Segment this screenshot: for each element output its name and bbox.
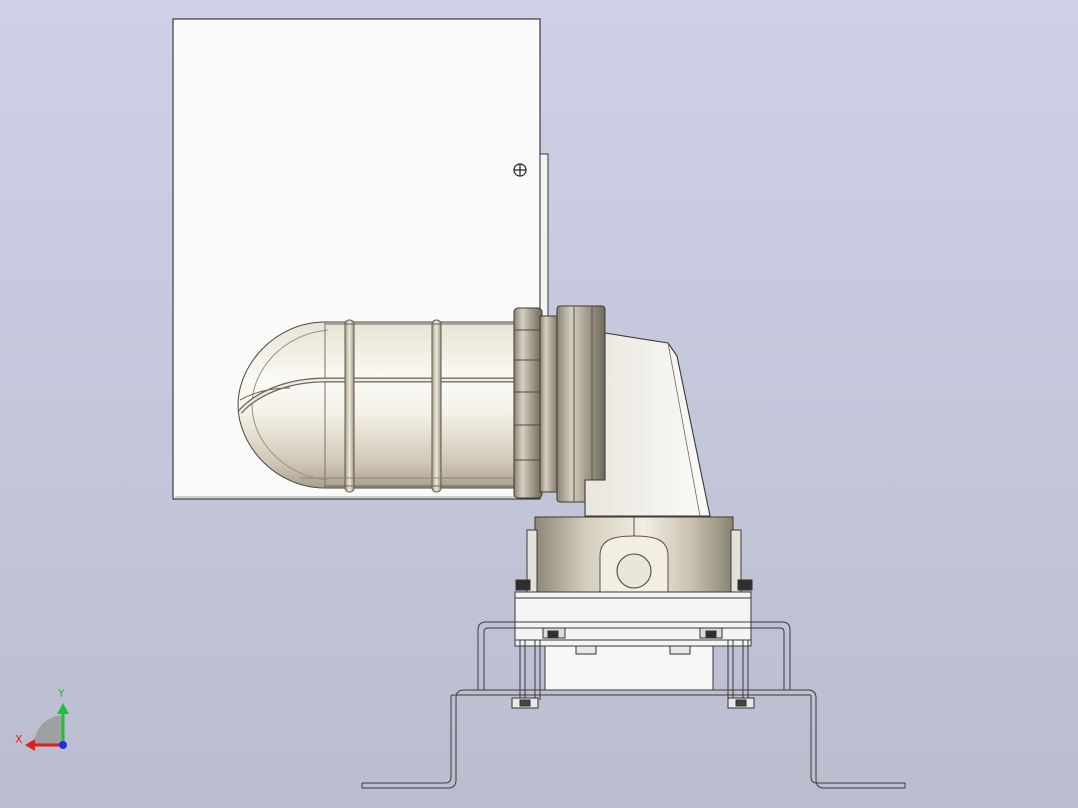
- light-fixture[interactable]: [237, 305, 606, 503]
- threaded-collar: [513, 305, 606, 503]
- axis-triad-icon: [25, 703, 69, 751]
- hardware-nuts: [511, 579, 755, 709]
- glass-globe: [237, 321, 517, 489]
- mount-arm[interactable]: [584, 332, 711, 517]
- x-axis-label: X: [15, 733, 23, 746]
- y-axis-label: Y: [58, 687, 65, 700]
- guard-cage: [238, 319, 516, 493]
- mounting-bracket[interactable]: [361, 591, 906, 789]
- screw-icon: [513, 163, 527, 177]
